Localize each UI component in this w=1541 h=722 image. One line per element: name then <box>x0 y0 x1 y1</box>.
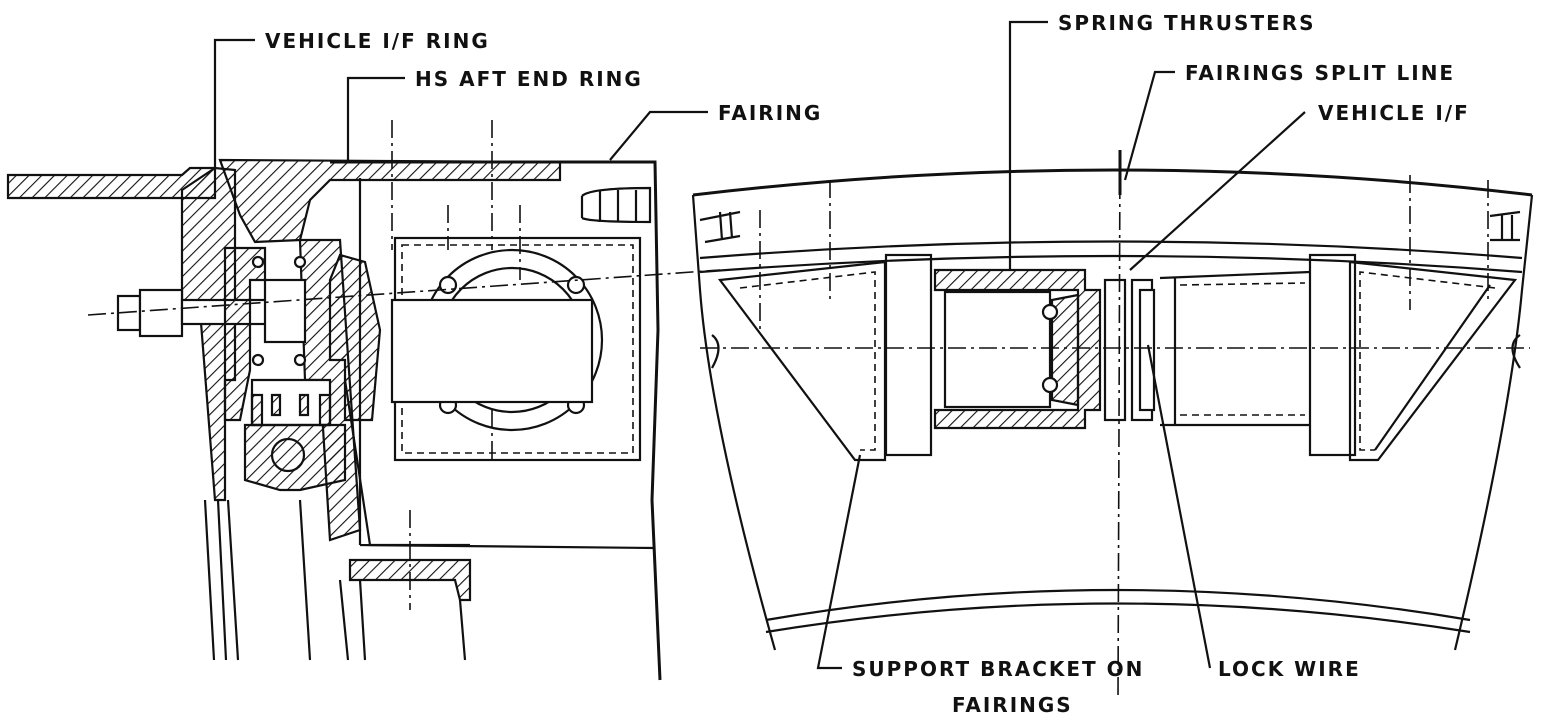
spring-thruster-body <box>943 290 1052 409</box>
labels: VEHICLE I/F RING HS AFT END RING FAIRING… <box>265 11 1470 717</box>
fairing-lower-arc-1 <box>765 588 1471 622</box>
leader-spring-thrusters <box>1008 20 1048 270</box>
spring-cup <box>250 378 332 427</box>
thruster-ball-top <box>1041 303 1059 321</box>
fairing-left-edge <box>691 194 777 651</box>
label-lock-wire: LOCK WIRE <box>1218 657 1361 681</box>
support-bracket-right <box>1348 260 1518 462</box>
fairing-rib-marks <box>580 190 638 222</box>
ball-small-4 <box>293 353 307 367</box>
vehicle-ring-legs <box>203 499 240 661</box>
flange-bolt-1 <box>438 275 458 295</box>
label-fairings-split-line: FAIRINGS SPLIT LINE <box>1185 61 1455 85</box>
thruster-body <box>390 298 594 404</box>
clamp-base <box>243 423 347 492</box>
label-spring-thrusters: SPRING THRUSTERS <box>1058 11 1316 35</box>
fairing-outer-arc <box>692 168 1533 197</box>
fairing-right-edge <box>1453 194 1534 651</box>
leader-vehicle-if-ring <box>213 38 255 168</box>
right-view-rib-left <box>699 210 741 244</box>
leader-fairings-split-line <box>1123 70 1175 181</box>
right-view-rib-right <box>1489 210 1521 242</box>
label-hs-aft-end-ring: HS AFT END RING <box>415 67 643 91</box>
mount-block-left <box>884 253 933 457</box>
fairing-lower-arc-2 <box>765 602 1471 634</box>
label-support-bracket-line2: FAIRINGS <box>952 693 1073 717</box>
right-cylinder-dashed <box>1179 282 1306 416</box>
support-bracket-right-dashed <box>1359 271 1496 451</box>
leader-hs-aft-end-ring <box>346 76 405 162</box>
clamp-housing <box>223 246 267 422</box>
fairing-outer-wall <box>330 160 662 681</box>
support-bracket-left <box>717 260 887 462</box>
bolt-head <box>263 278 307 344</box>
leader-vehicle-if <box>1129 111 1306 271</box>
mount-block-right <box>1308 253 1357 457</box>
lock-wire-holder <box>1138 288 1156 412</box>
label-vehicle-if: VEHICLE I/F <box>1318 101 1470 125</box>
label-fairing: FAIRING <box>718 101 822 125</box>
bolt-washer <box>138 288 184 338</box>
leader-lock-wire <box>1146 344 1212 669</box>
hs-aft-end-ring <box>218 158 562 244</box>
right-centerlines <box>700 149 1530 701</box>
support-bracket-left-dashed <box>739 271 876 451</box>
fairing-inner-arc <box>699 254 1523 274</box>
fairing-rib-outline <box>581 186 652 224</box>
left-section-view <box>6 120 721 681</box>
split-block-left <box>1103 278 1127 422</box>
leader-support-bracket-right <box>1374 284 1491 451</box>
spring-thruster-housing <box>933 268 1102 430</box>
thruster-ball-bottom <box>1041 376 1059 394</box>
fairing-mid-arc <box>699 240 1523 260</box>
leader-fairing <box>609 110 708 161</box>
right-cylinder <box>1159 270 1311 427</box>
flange-bolt-2 <box>566 275 586 295</box>
label-support-bracket-line1: SUPPORT BRACKET ON <box>852 657 1144 681</box>
ball-small-2 <box>293 255 307 269</box>
left-centerlines <box>87 120 721 610</box>
bracket-lobe-left <box>711 334 720 369</box>
leader-lines <box>213 20 1491 670</box>
ball-small-1 <box>251 255 265 269</box>
label-vehicle-if-ring: VEHICLE I/F RING <box>265 29 490 53</box>
leader-support-bracket <box>816 454 862 670</box>
spring-thruster-piston <box>1050 293 1080 407</box>
right-fairing-view <box>691 149 1534 701</box>
ball-small-3 <box>251 353 265 367</box>
